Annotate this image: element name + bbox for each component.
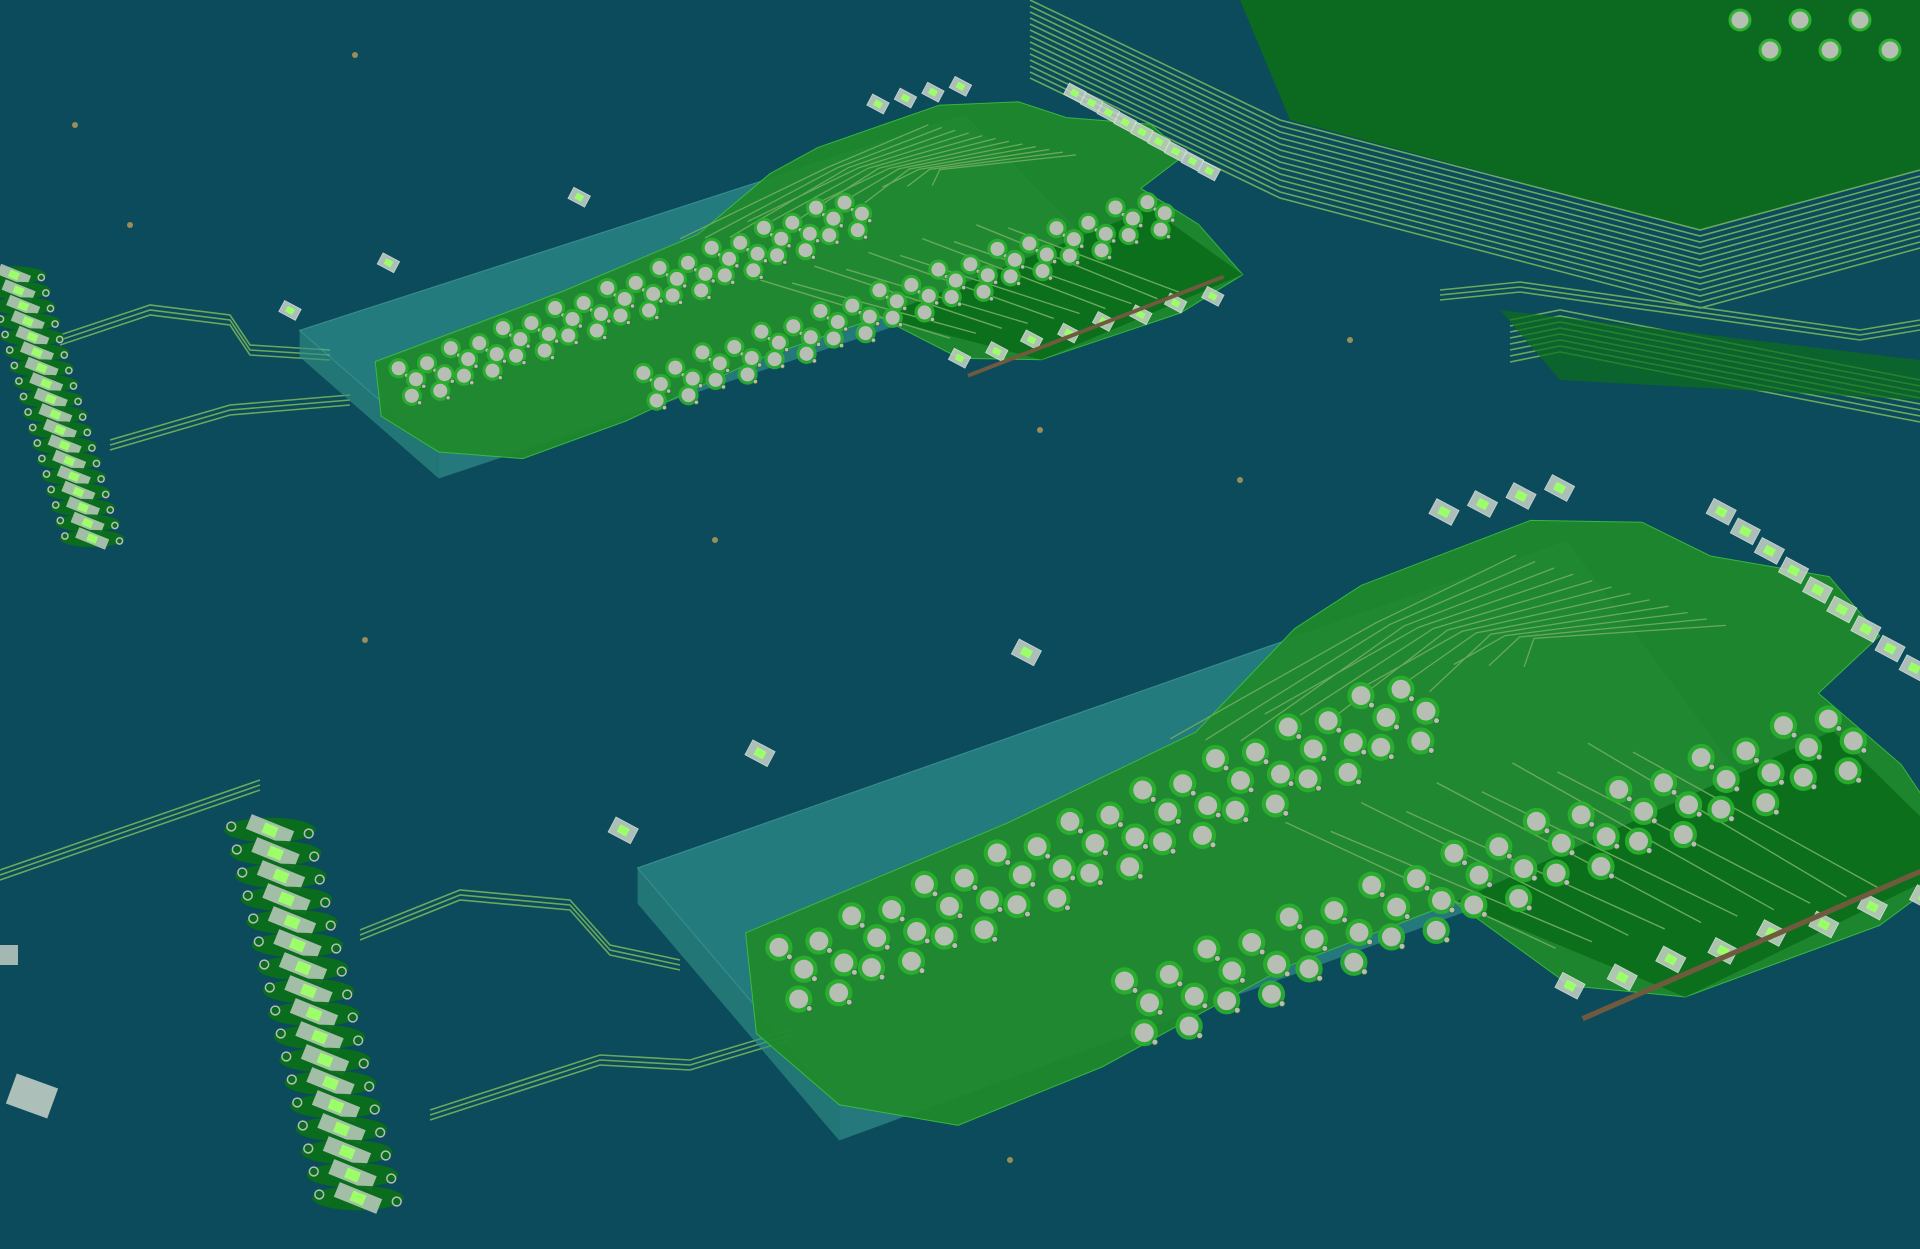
isolated-parts[interactable] <box>0 945 59 1119</box>
module-top-top-connector-pin[interactable] <box>866 93 890 115</box>
module-top-top-connector-pin[interactable] <box>948 75 973 97</box>
left-bundles <box>0 304 791 1121</box>
module-top-right-connector-pin[interactable] <box>1096 102 1121 123</box>
module-top-bottom-connector-pin[interactable] <box>985 341 1009 362</box>
top-right-bundle-trace <box>1029 47 1920 279</box>
left-bundle-trace <box>109 399 351 446</box>
left-bundle-trace <box>0 784 261 876</box>
left-bundle-trace <box>0 789 261 881</box>
module-top-aux-part[interactable] <box>567 186 591 208</box>
module-bottom-bottom-connector-pin[interactable] <box>1908 884 1920 912</box>
module-top-aux-part[interactable] <box>376 252 401 274</box>
module-top-right-connector-pin[interactable] <box>1180 150 1205 172</box>
module-top-board <box>374 101 1244 460</box>
module-top-edge-components[interactable] <box>278 75 1225 369</box>
module-top-right-connector-pin[interactable] <box>1063 82 1087 104</box>
left-strip-bottom[interactable] <box>224 814 404 1214</box>
module-top-top-connector-pin[interactable] <box>893 87 918 109</box>
module-bottom-right-connector-pin[interactable] <box>1705 497 1737 526</box>
module-top-right-connector-pin[interactable] <box>1147 131 1171 153</box>
module-top-right-connector-pin[interactable] <box>1163 140 1188 162</box>
top-right-bundle-trace <box>1029 0 1920 231</box>
left-bundle-trace <box>59 304 331 351</box>
module-bottom-right-connector-pin[interactable] <box>1802 576 1834 604</box>
module-bottom-right-connector-pin[interactable] <box>1874 634 1906 663</box>
left-bundle-trace <box>109 394 351 441</box>
right-bundle <box>1439 281 1920 423</box>
module-top[interactable] <box>260 60 1280 540</box>
left-bundle-trace <box>59 314 331 361</box>
module-bottom-aux-part[interactable] <box>607 816 639 845</box>
module-top-bottom-connector-pin[interactable] <box>947 347 972 369</box>
module-bottom-bottom-connector-pin[interactable] <box>1655 945 1687 974</box>
module-bottom-top-connector-pin[interactable] <box>1543 474 1576 502</box>
module-bottom-right-connector-pin[interactable] <box>1826 595 1858 624</box>
module-bottom-bottom-connector-pin[interactable] <box>1606 963 1638 992</box>
module-top-right-connector-pin[interactable] <box>1079 92 1104 114</box>
top-right-bundle-trace <box>1029 29 1920 261</box>
module-bottom-right-connector-pin[interactable] <box>1753 537 1786 565</box>
module-bottom-top-connector-pin[interactable] <box>1505 482 1537 510</box>
top-right-bundle-trace <box>1029 17 1920 249</box>
module-top-fanout <box>679 124 1184 339</box>
top-right-bundle-trace <box>1029 35 1920 267</box>
module-bottom-top-connector-pin[interactable] <box>1466 490 1499 518</box>
module-top-right-connector-pin[interactable] <box>1130 121 1154 143</box>
right-bundle-trace <box>1439 281 1920 331</box>
module-bottom[interactable] <box>580 460 1920 1249</box>
top-right-bundle-trace <box>1029 65 1920 297</box>
left-bundle-trace <box>359 899 681 971</box>
module-bottom-bottom-connector-pin[interactable] <box>1554 971 1586 1000</box>
top-right-bundle-trace <box>1029 59 1920 291</box>
module-top-right-connector-pin[interactable] <box>1197 160 1221 182</box>
left-strip-top[interactable] <box>0 263 125 550</box>
module-bottom-fanout <box>1170 554 1884 949</box>
right-bundle-trace <box>1439 286 1920 336</box>
left-bundle-trace <box>109 404 351 451</box>
module-bottom-bottom-connector-pin[interactable] <box>1856 892 1889 921</box>
top-right-bundle-trace <box>1029 11 1920 243</box>
module-top-top-connector-pin[interactable] <box>921 81 945 103</box>
left-bundle-trace <box>59 309 331 356</box>
left-bundle-trace <box>0 779 261 871</box>
module-bottom-edge-components[interactable] <box>607 474 1920 1000</box>
left-bundle-trace <box>429 1034 791 1116</box>
top-right-bundle-trace <box>1029 53 1920 285</box>
left-bundle-trace <box>429 1029 791 1111</box>
module-bottom-aux-part[interactable] <box>744 739 776 768</box>
module-bottom-pad-array <box>765 675 1868 1047</box>
module-bottom-aux-part[interactable] <box>1010 638 1043 667</box>
left-bundle-trace <box>359 894 681 966</box>
left-bundle-trace <box>429 1039 791 1121</box>
module-top-pad-array <box>388 192 1176 411</box>
top-right-bundle-trace <box>1029 41 1920 273</box>
right-bundle-trace <box>1439 291 1920 341</box>
module-top-right-connector-pin[interactable] <box>1113 111 1137 133</box>
module-bottom-right-connector-pin[interactable] <box>1777 556 1810 585</box>
top-right-bundle-trace <box>1029 23 1920 255</box>
module-top-bottom-connector-pin[interactable] <box>1201 285 1225 307</box>
left-bundle-trace <box>359 889 681 961</box>
module-top-bottom-connector-pin[interactable] <box>1019 329 1044 351</box>
module-bottom-right-connector-pin[interactable] <box>1850 615 1882 643</box>
scattered-vias <box>72 52 1353 1163</box>
module-bottom-top-connector-pin[interactable] <box>1428 498 1460 526</box>
module-top-aux-part[interactable] <box>278 299 302 321</box>
top-right-bundle-trace <box>1029 5 1920 237</box>
top-right-bundle <box>1029 0 1920 309</box>
module-bottom-right-connector-pin[interactable] <box>1729 517 1761 546</box>
module-bottom-right-connector-pin[interactable] <box>1898 654 1920 682</box>
